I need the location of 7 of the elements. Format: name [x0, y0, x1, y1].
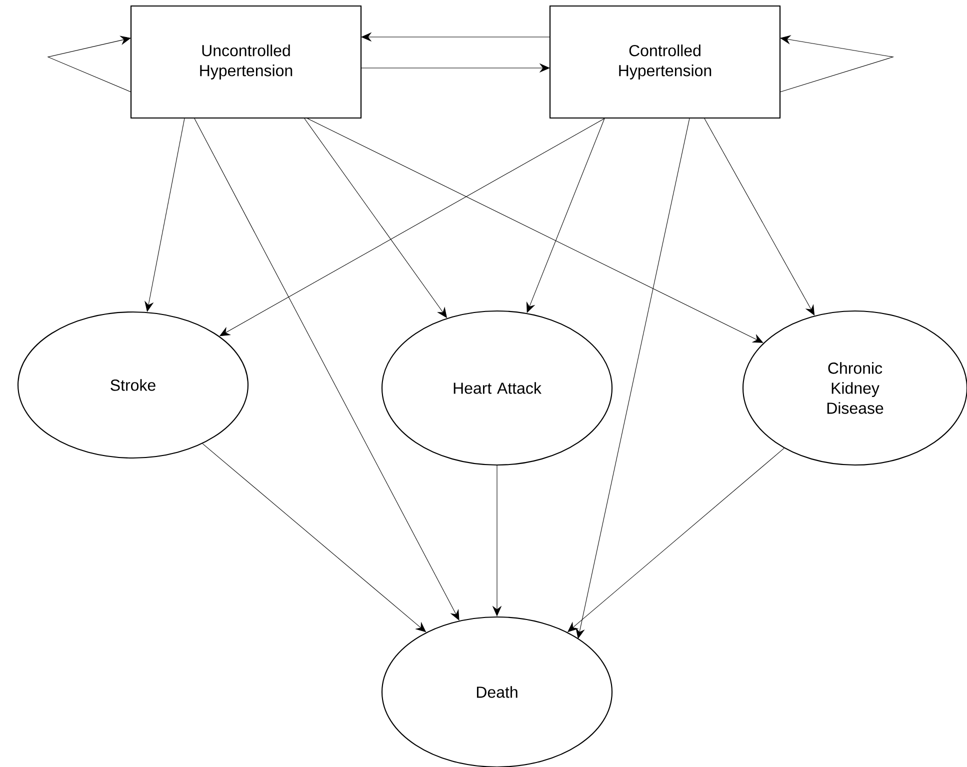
arrow [780, 35, 894, 92]
arrow [47, 36, 132, 92]
arrow [144, 118, 185, 312]
process-box: Uncontrolled Hypertension [130, 5, 362, 119]
arrow [576, 118, 690, 639]
arrow [307, 118, 764, 343]
process-box: Controlled Hypertension [549, 5, 781, 119]
